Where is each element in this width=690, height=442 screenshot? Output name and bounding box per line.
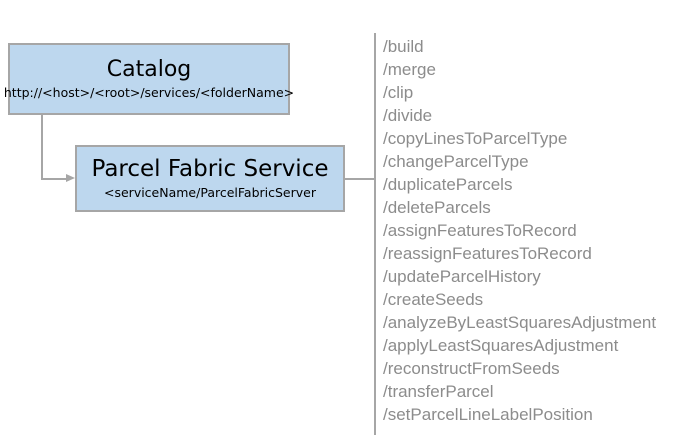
- endpoint-item: /setParcelLineLabelPosition: [383, 405, 593, 424]
- connector-horizontal-line: [41, 178, 67, 180]
- arrow-head-icon: [66, 174, 75, 182]
- endpoint-item: /reconstructFromSeeds: [383, 359, 560, 378]
- endpoint-item: /merge: [383, 60, 436, 79]
- catalog-url-pattern: http://<host>/<root>/services/<folderNam…: [3, 84, 295, 100]
- endpoint-list: /build/merge/clip/divide/copyLinesToParc…: [383, 35, 656, 426]
- endpoint-item: /analyzeByLeastSquaresAdjustment: [383, 313, 657, 332]
- endpoint-item: /createSeeds: [383, 290, 484, 309]
- service-path-pattern: <serviceName/ParcelFabricServer: [104, 184, 316, 200]
- service-title: Parcel Fabric Service: [91, 156, 329, 183]
- endpoint-item: /deleteParcels: [383, 198, 491, 217]
- endpoint-item: /assignFeaturesToRecord: [383, 221, 577, 240]
- connector-vertical-line: [41, 115, 43, 180]
- catalog-node: Catalog http://<host>/<root>/services/<f…: [4, 43, 294, 115]
- endpoint-item: /clip: [383, 83, 414, 102]
- endpoint-item: /applyLeastSquaresAdjustment: [383, 336, 619, 355]
- endpoint-item: /updateParcelHistory: [383, 267, 541, 286]
- endpoint-item: /divide: [383, 106, 433, 125]
- endpoint-list-separator-line: [374, 33, 376, 435]
- endpoint-item: /build: [383, 37, 424, 56]
- catalog-title: Catalog: [106, 57, 192, 83]
- service-to-list-connector-line: [345, 178, 374, 180]
- endpoint-item: /copyLinesToParcelType: [383, 129, 568, 148]
- endpoint-item: /reassignFeaturesToRecord: [383, 244, 592, 263]
- endpoint-item: /duplicateParcels: [383, 175, 513, 194]
- parcel-fabric-service-node: Parcel Fabric Service <serviceName/Parce…: [75, 145, 345, 212]
- endpoint-item: /changeParcelType: [383, 152, 529, 171]
- endpoint-item: /transferParcel: [383, 382, 494, 401]
